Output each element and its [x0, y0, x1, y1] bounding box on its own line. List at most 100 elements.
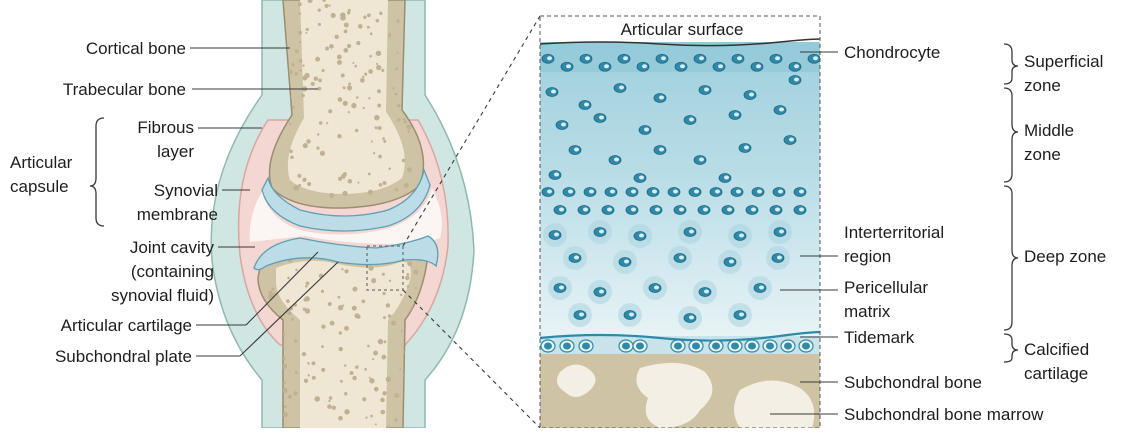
- label-middle-1: Middle: [1024, 121, 1074, 140]
- cell-nucleus: [799, 190, 804, 194]
- trabecular-pore: [318, 9, 321, 12]
- trabecular-pore: [305, 285, 308, 288]
- cell-nucleus: [715, 190, 720, 194]
- trabecular-pore: [340, 380, 343, 383]
- cell-nucleus: [584, 103, 589, 107]
- cell-nucleus: [589, 190, 594, 194]
- label-joint-cavity-3: synovial fluid): [111, 286, 214, 305]
- trabecular-pore: [338, 347, 342, 351]
- trabecular-pore: [368, 173, 371, 176]
- trabecular-pore: [365, 416, 367, 418]
- trabecular-pore: [363, 107, 365, 109]
- label-subchondral-bone-marrow: Subchondral bone marrow: [844, 405, 1044, 424]
- trabecular-pore: [321, 368, 325, 372]
- trabecular-pore: [342, 191, 347, 196]
- trabecular-pore: [294, 72, 298, 76]
- cell-nucleus: [679, 208, 684, 212]
- trabecular-pore: [308, 374, 310, 376]
- trabecular-pore: [389, 280, 391, 282]
- trabecular-pore: [302, 64, 304, 66]
- label-pericellular-1: Pericellular: [844, 278, 928, 297]
- cell-nucleus: [718, 64, 723, 68]
- trabecular-pore: [329, 193, 334, 198]
- trabecular-pore: [316, 77, 318, 79]
- trabecular-pore: [295, 371, 298, 374]
- trabecular-pore: [286, 299, 290, 303]
- trabecular-pore: [368, 266, 373, 271]
- trabecular-pore: [407, 261, 412, 266]
- trabecular-pore: [370, 32, 373, 35]
- cell-nucleus: [551, 90, 556, 94]
- trabecular-pore: [321, 345, 324, 348]
- trabecular-pore: [406, 125, 411, 130]
- zone-braces: [1004, 44, 1018, 362]
- trabecular-pore: [394, 418, 397, 421]
- cell-nucleus: [583, 208, 588, 212]
- cell-nucleus: [703, 208, 708, 212]
- trabecular-pore: [355, 365, 359, 369]
- trabecular-pore: [301, 94, 304, 97]
- cell-nucleus: [599, 290, 604, 294]
- trabecular-pore: [380, 398, 385, 403]
- trabecular-pore: [316, 146, 319, 149]
- trabecular-pore: [408, 130, 411, 133]
- cell-nucleus: [689, 118, 694, 122]
- trabecular-pore: [407, 167, 412, 172]
- cell-nucleus: [547, 56, 552, 60]
- label-fibrous-2: layer: [157, 142, 194, 161]
- trabecular-pore: [337, 296, 340, 299]
- trabecular-pore: [312, 376, 316, 380]
- trabecular-pore: [378, 339, 383, 344]
- label-articular-surface: Articular surface: [621, 20, 744, 39]
- trabecular-pore: [348, 87, 352, 91]
- trabecular-pore: [375, 126, 378, 129]
- trabecular-pore: [298, 31, 302, 35]
- label-superficial-1: Superficial: [1024, 52, 1103, 71]
- trabecular-pore: [367, 26, 370, 29]
- trabecular-pore: [354, 65, 357, 68]
- trabecular-pore: [404, 183, 409, 188]
- trabecular-pore: [306, 28, 309, 31]
- trabecular-pore: [305, 32, 307, 34]
- cell-nucleus: [739, 313, 744, 317]
- calcified-cell-core: [802, 343, 810, 350]
- cell-nucleus: [624, 260, 629, 264]
- trabecular-pore: [311, 361, 315, 365]
- trabecular-pore: [344, 392, 348, 396]
- trabecular-pore: [341, 73, 345, 77]
- trabecular-pore: [382, 181, 386, 185]
- trabecular-pore: [302, 352, 306, 356]
- trabecular-pore: [382, 292, 385, 295]
- capsule-brace: [90, 118, 104, 226]
- trabecular-pore: [399, 368, 401, 370]
- cell-nucleus: [751, 208, 756, 212]
- cell-nucleus: [659, 96, 664, 100]
- label-middle-2: zone: [1024, 145, 1061, 164]
- cell-nucleus: [775, 208, 780, 212]
- trabecular-pore: [303, 143, 308, 148]
- trabecular-pore: [317, 133, 320, 136]
- trabecular-pore: [307, 182, 311, 186]
- calcified-cell-core: [544, 343, 552, 350]
- cell-nucleus: [757, 190, 762, 194]
- trabecular-pore: [413, 270, 418, 275]
- cell-nucleus: [704, 290, 709, 294]
- trabecular-pore: [338, 177, 342, 181]
- trabecular-pore: [386, 377, 391, 382]
- trabecular-pore: [396, 19, 399, 22]
- trabecular-pore: [329, 4, 331, 6]
- trabecular-pore: [401, 330, 403, 332]
- trabecular-pore: [394, 393, 399, 398]
- trabecular-pore: [300, 69, 302, 71]
- trabecular-pore: [306, 139, 311, 144]
- trabecular-pore: [371, 278, 376, 283]
- trabecular-pore: [292, 106, 295, 109]
- trabecular-pore: [368, 97, 370, 99]
- trabecular-pore: [329, 396, 333, 400]
- trabecular-pore: [318, 78, 322, 82]
- trabecular-pore: [299, 12, 302, 15]
- trabecular-pore: [314, 396, 320, 402]
- cell-nucleus: [789, 138, 794, 142]
- trabecular-pore: [322, 69, 325, 72]
- trabecular-pore: [388, 314, 391, 317]
